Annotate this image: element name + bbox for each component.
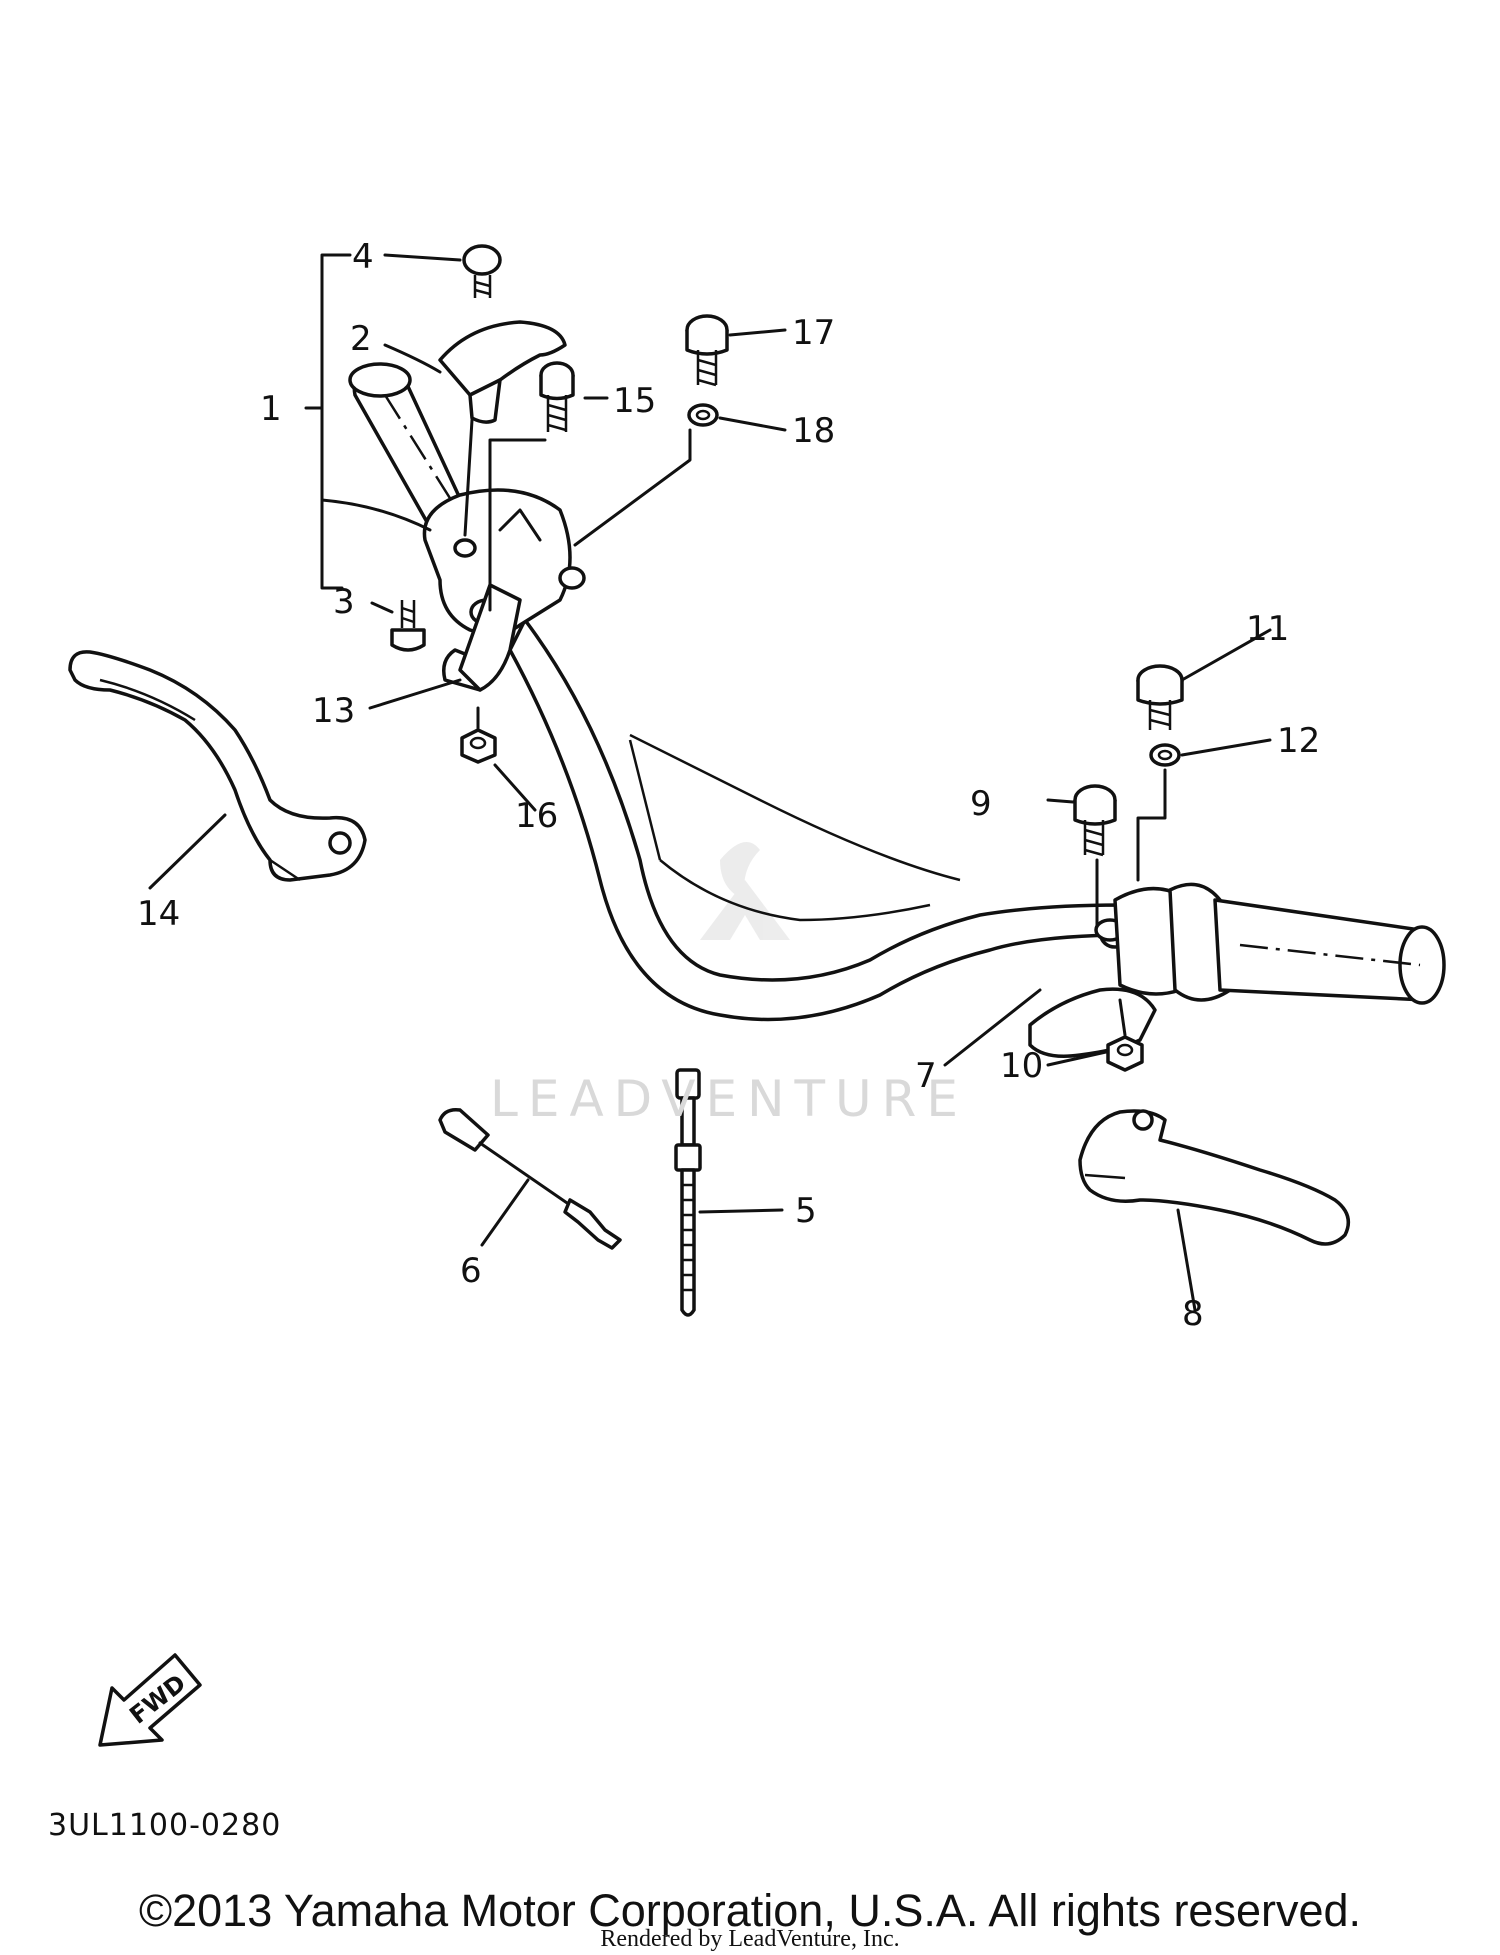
bolt-15: [539, 361, 575, 432]
fwd-arrow-icon: FWD: [98, 1653, 202, 1747]
callout-9: 9: [970, 784, 992, 824]
screw-3: [390, 600, 426, 652]
lever-cover: [438, 320, 567, 424]
handlebar: [508, 618, 1132, 1022]
callout-1: 1: [260, 389, 282, 429]
nut-10: [1106, 1035, 1144, 1072]
washer-12: [1149, 743, 1181, 767]
leader-lines: [148, 253, 1272, 1312]
diagram-code: 3UL1100-0280: [48, 1808, 282, 1843]
watermark-text: LEADVENTURE: [490, 1070, 968, 1128]
clutch-lever-14: [68, 650, 367, 882]
washer-18: [687, 403, 719, 427]
bolt-17: [685, 314, 729, 387]
left-lever-holder: [422, 488, 586, 692]
cable-6: [438, 1107, 622, 1250]
leadventure-watermark-logo: [700, 842, 790, 940]
bolt-11: [1136, 664, 1184, 730]
callout-15: 15: [613, 381, 656, 421]
nut-16: [460, 728, 497, 764]
rendered-by-notice: Rendered by LeadVenture, Inc.: [600, 1926, 900, 1952]
callout-18: 18: [792, 411, 835, 451]
callout-3: 3: [333, 582, 355, 622]
copyright-notice: ©2013 Yamaha Motor Corporation, U.S.A. A…: [138, 1885, 1362, 1936]
callout-6: 6: [460, 1251, 482, 1291]
callout-7: 7: [915, 1056, 937, 1096]
callout-4: 4: [352, 237, 374, 277]
callout-17: 17: [792, 313, 835, 353]
brake-lever-8: [1078, 1109, 1351, 1246]
cable-tie-5: [674, 1068, 702, 1317]
callout-12: 12: [1277, 721, 1320, 761]
callout-5: 5: [795, 1191, 817, 1231]
callout-13: 13: [312, 691, 355, 731]
right-grip: [1168, 882, 1446, 1005]
bolt-9: [1073, 784, 1117, 857]
callout-10: 10: [1000, 1046, 1043, 1086]
callout-2: 2: [350, 319, 372, 359]
callout-14: 14: [137, 894, 180, 934]
callout-11: 11: [1246, 609, 1289, 649]
callout-16: 16: [515, 796, 558, 836]
bolt-4: [462, 244, 502, 298]
callout-8: 8: [1182, 1294, 1204, 1334]
